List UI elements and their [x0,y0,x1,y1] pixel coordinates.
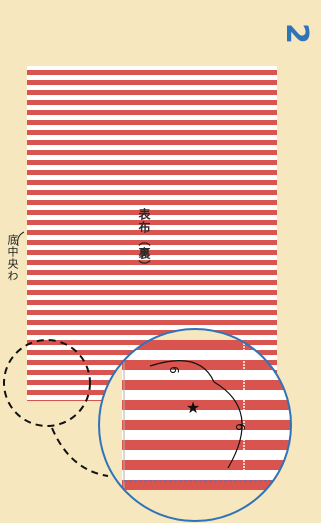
dimension-top: 6 [166,366,181,374]
step-number: 2 [279,23,315,44]
dimension-right: 6 [232,423,247,431]
detail-indicator [3,339,91,427]
magnified-detail [99,329,291,521]
center-bracket [17,231,25,247]
detail-leader [51,427,109,477]
star-icon: ★ [186,398,200,417]
bottom-center-label: 底中央わ [6,234,19,282]
fabric-label: 表布（裏） [137,208,151,273]
